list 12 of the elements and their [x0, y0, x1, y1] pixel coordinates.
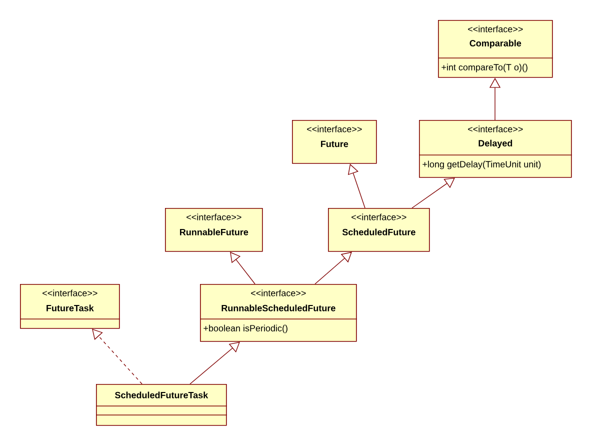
class-box: <<interface>> RunnableFuture	[165, 208, 263, 252]
class-box: <<interface>> Comparable +int compareTo(T o)()	[438, 20, 554, 78]
realization-arrow	[92, 328, 142, 384]
class-box: ScheduledFutureTask	[96, 384, 228, 426]
class-box: <<interface>> Future	[292, 120, 377, 164]
class-box: <<interface>> RunnableScheduledFuture +boolean isPeriodic()	[200, 284, 358, 342]
class-box: <<interface>> ScheduledFuture	[328, 208, 430, 252]
class-box: <<interface>> Delayed +long getDelay(TimeUnit unit)	[418, 120, 572, 178]
generalization-arrow	[314, 252, 352, 284]
generalization-arrow	[190, 342, 240, 384]
class-box: <<interface>> FutureTask	[20, 284, 120, 329]
generalization-arrow	[412, 178, 455, 208]
